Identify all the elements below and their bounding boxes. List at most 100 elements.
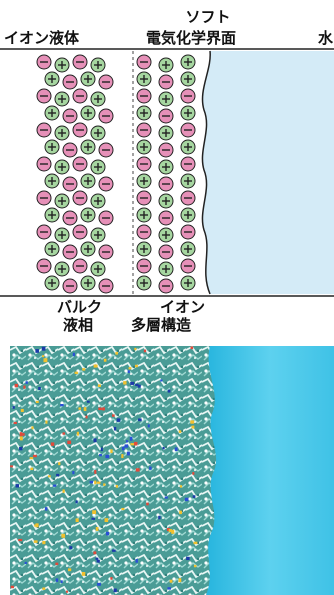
cation-icon [90,159,106,175]
molecular-simulation-snapshot [10,346,334,595]
anion-icon [72,190,88,206]
anion-icon [158,142,174,158]
atom-speck [113,588,117,593]
atom-speck [169,579,173,583]
atom-speck [56,473,60,477]
anion-icon [158,74,174,90]
cation-icon [180,105,196,121]
cation-icon [136,173,152,189]
atom-speck [15,484,19,488]
water-phase-simulation [206,346,334,595]
atom-speck [164,496,168,499]
anion-icon [136,88,152,104]
anion-icon [136,190,152,206]
anion-icon [98,142,114,158]
atom-speck [44,507,48,511]
anion-icon [158,244,174,260]
atom-speck [83,407,87,412]
atom-speck [19,436,23,441]
atom-speck [25,381,28,384]
atom-speck [22,433,25,436]
atom-speck [72,471,75,475]
atom-speck [96,559,100,563]
atom-speck [68,568,72,572]
atom-speck [190,420,195,424]
atom-speck [178,430,182,433]
cation-icon [44,105,60,121]
cation-icon [80,139,96,155]
anion-icon [180,156,196,172]
cation-icon [180,54,196,70]
interface-boundary [201,50,211,295]
atom-speck [129,436,133,441]
atom-speck [98,407,102,411]
anion-icon [62,142,78,158]
atom-speck [115,484,118,488]
multilayer-label-line2: 多層構造 [131,316,192,334]
atom-speck [130,443,135,446]
cation-icon [180,71,196,87]
atom-speck [62,489,65,493]
anion-icon [36,88,52,104]
atom-speck [58,462,61,466]
anion-icon [72,122,88,138]
atom-speck [94,480,97,485]
atom-speck [190,346,194,350]
cation-icon [90,261,106,277]
anion-icon [98,210,114,226]
cation-icon [158,261,174,277]
anion-icon [36,190,52,206]
atom-speck [97,582,101,586]
anion-icon [62,74,78,90]
atom-speck [61,533,66,538]
atom-speck [89,480,93,484]
atom-speck [110,577,113,580]
atom-speck [192,495,196,498]
multilayer-label-line1: イオン [160,298,206,316]
atom-speck [167,587,171,590]
atom-speck [166,528,171,532]
atom-speck [133,441,138,446]
cation-icon [44,275,60,291]
bulk-label-line2: 液相 [63,316,94,334]
atom-speck [134,364,138,368]
atom-speck [55,578,59,582]
atom-speck [137,384,141,388]
cation-icon [158,193,174,209]
anion-icon [62,176,78,192]
atom-speck [23,385,26,389]
colored-atom-specks [10,346,198,593]
ion-group [36,54,196,294]
atom-speck [193,541,198,545]
cation-icon [180,275,196,291]
cation-icon [136,275,152,291]
atom-speck [78,407,81,410]
atom-speck [35,349,39,353]
atom-speck [171,530,175,534]
anion-icon [158,210,174,226]
atom-speck [192,472,195,475]
anion-icon [62,210,78,226]
cation-icon [136,207,152,223]
atom-speck [179,485,183,488]
anion-icon [136,224,152,240]
atom-speck [20,408,24,412]
cation-icon [136,241,152,257]
atom-speck [72,352,75,357]
anion-icon [36,54,52,70]
cation-icon [158,91,174,107]
atom-speck [94,470,97,474]
anion-icon [158,108,174,124]
atom-speck [135,383,139,387]
atom-speck [134,347,137,351]
atom-speck [121,454,124,459]
cation-icon [80,105,96,121]
cation-icon [180,241,196,257]
atom-speck [124,444,129,448]
atom-speck [74,371,78,375]
atom-speck [10,585,14,589]
cation-icon [158,57,174,73]
atom-speck [41,346,46,351]
atom-speck [19,432,23,437]
bulk-label-line1: バルク [57,298,103,316]
